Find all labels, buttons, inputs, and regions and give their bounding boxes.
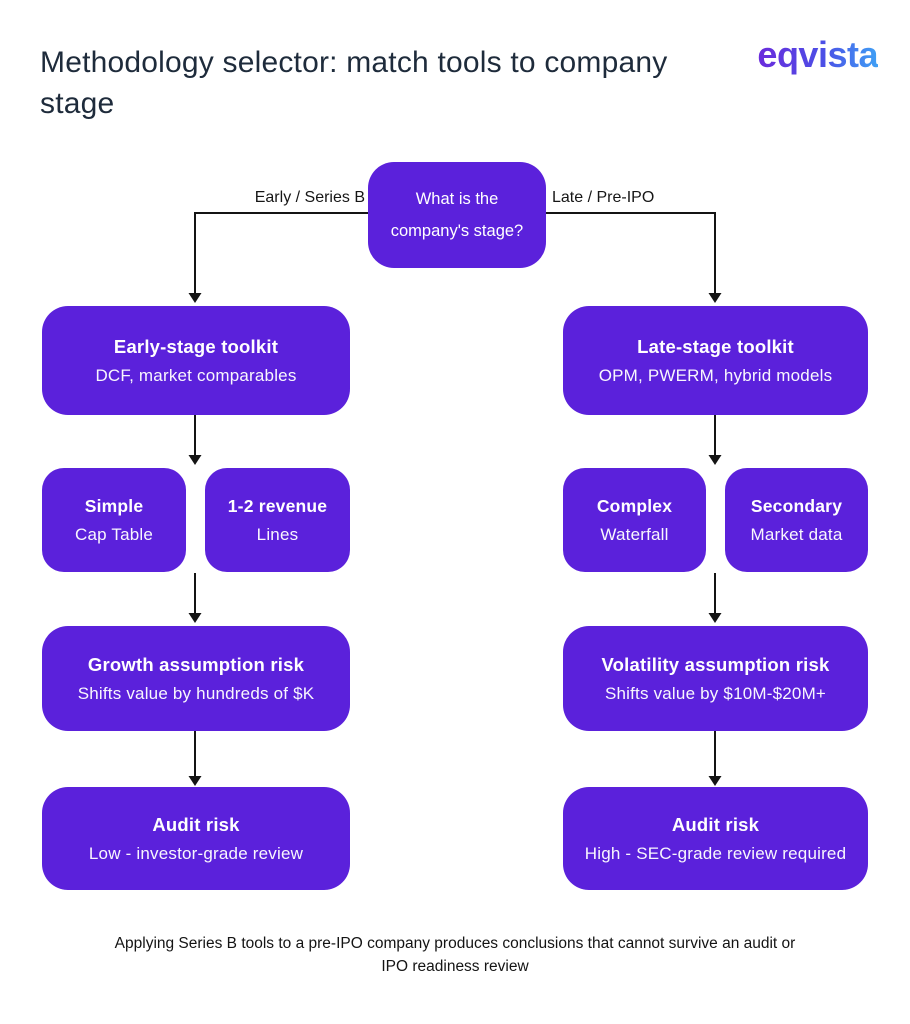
branch-label-late: Late / Pre-IPO [552, 189, 655, 206]
audit-risk-low-node: Audit risk Low - investor-grade review [42, 787, 350, 890]
node-subtitle: High - SEC-grade review required [584, 843, 847, 863]
growth-risk-node: Growth assumption risk Shifts value by h… [42, 626, 350, 731]
node-title: Audit risk [671, 813, 760, 835]
arrowhead-left-4 [188, 776, 202, 786]
node-title: Secondary [750, 495, 843, 516]
arrowhead-right-4 [708, 776, 722, 786]
node-subtitle: Shifts value by hundreds of $K [77, 683, 315, 703]
simple-cap-table-node: Simple Cap Table [42, 468, 186, 572]
connector-left-branch [194, 212, 368, 294]
node-subtitle: Waterfall [600, 524, 669, 544]
footer-note: Applying Series B tools to a pre-IPO com… [114, 935, 796, 975]
node-title: Audit risk [152, 813, 240, 835]
arrowhead-left-3 [188, 613, 202, 623]
node-title: Late-stage toolkit [637, 335, 794, 357]
arrowhead-left-2 [188, 455, 202, 465]
connector-right-branch [546, 212, 716, 294]
decision-question-line2: company's stage? [390, 222, 524, 240]
arrowhead-right-2 [708, 455, 722, 465]
complex-waterfall-node: Complex Waterfall [563, 468, 706, 572]
volatility-risk-node: Volatility assumption risk Shifts value … [563, 626, 868, 731]
node-subtitle: Lines [256, 524, 299, 544]
node-subtitle: Market data [750, 524, 843, 544]
late-toolkit-node: Late-stage toolkit OPM, PWERM, hybrid mo… [563, 306, 868, 415]
node-title: Growth assumption risk [87, 653, 305, 675]
node-subtitle: DCF, market comparables [95, 365, 297, 385]
decision-node: What is the company's stage? [368, 162, 546, 268]
node-title: 1-2 revenue [227, 495, 328, 516]
node-title: Simple [84, 495, 144, 516]
branch-label-early: Early / Series B [254, 189, 365, 206]
revenue-lines-node: 1-2 revenue Lines [205, 468, 350, 572]
arrowhead-right-3 [708, 613, 722, 623]
secondary-market-node: Secondary Market data [725, 468, 868, 572]
node-subtitle: Shifts value by $10M-$20M+ [604, 683, 827, 703]
node-subtitle: Low - investor-grade review [88, 843, 304, 863]
decision-question-line1: What is the [415, 190, 499, 208]
node-title: Early-stage toolkit [113, 335, 279, 357]
eqvista-logo: eqvista [757, 34, 878, 75]
arrowhead-left-1 [188, 293, 202, 303]
audit-risk-high-node: Audit risk High - SEC-grade review requi… [563, 787, 868, 890]
node-subtitle: Cap Table [74, 524, 154, 544]
node-title: Complex [596, 495, 673, 516]
node-title: Volatility assumption risk [601, 653, 830, 675]
node-subtitle: OPM, PWERM, hybrid models [598, 365, 833, 385]
early-toolkit-node: Early-stage toolkit DCF, market comparab… [42, 306, 350, 415]
arrowhead-right-1 [708, 293, 722, 303]
page-title: Methodology selector: match tools to com… [40, 46, 668, 120]
